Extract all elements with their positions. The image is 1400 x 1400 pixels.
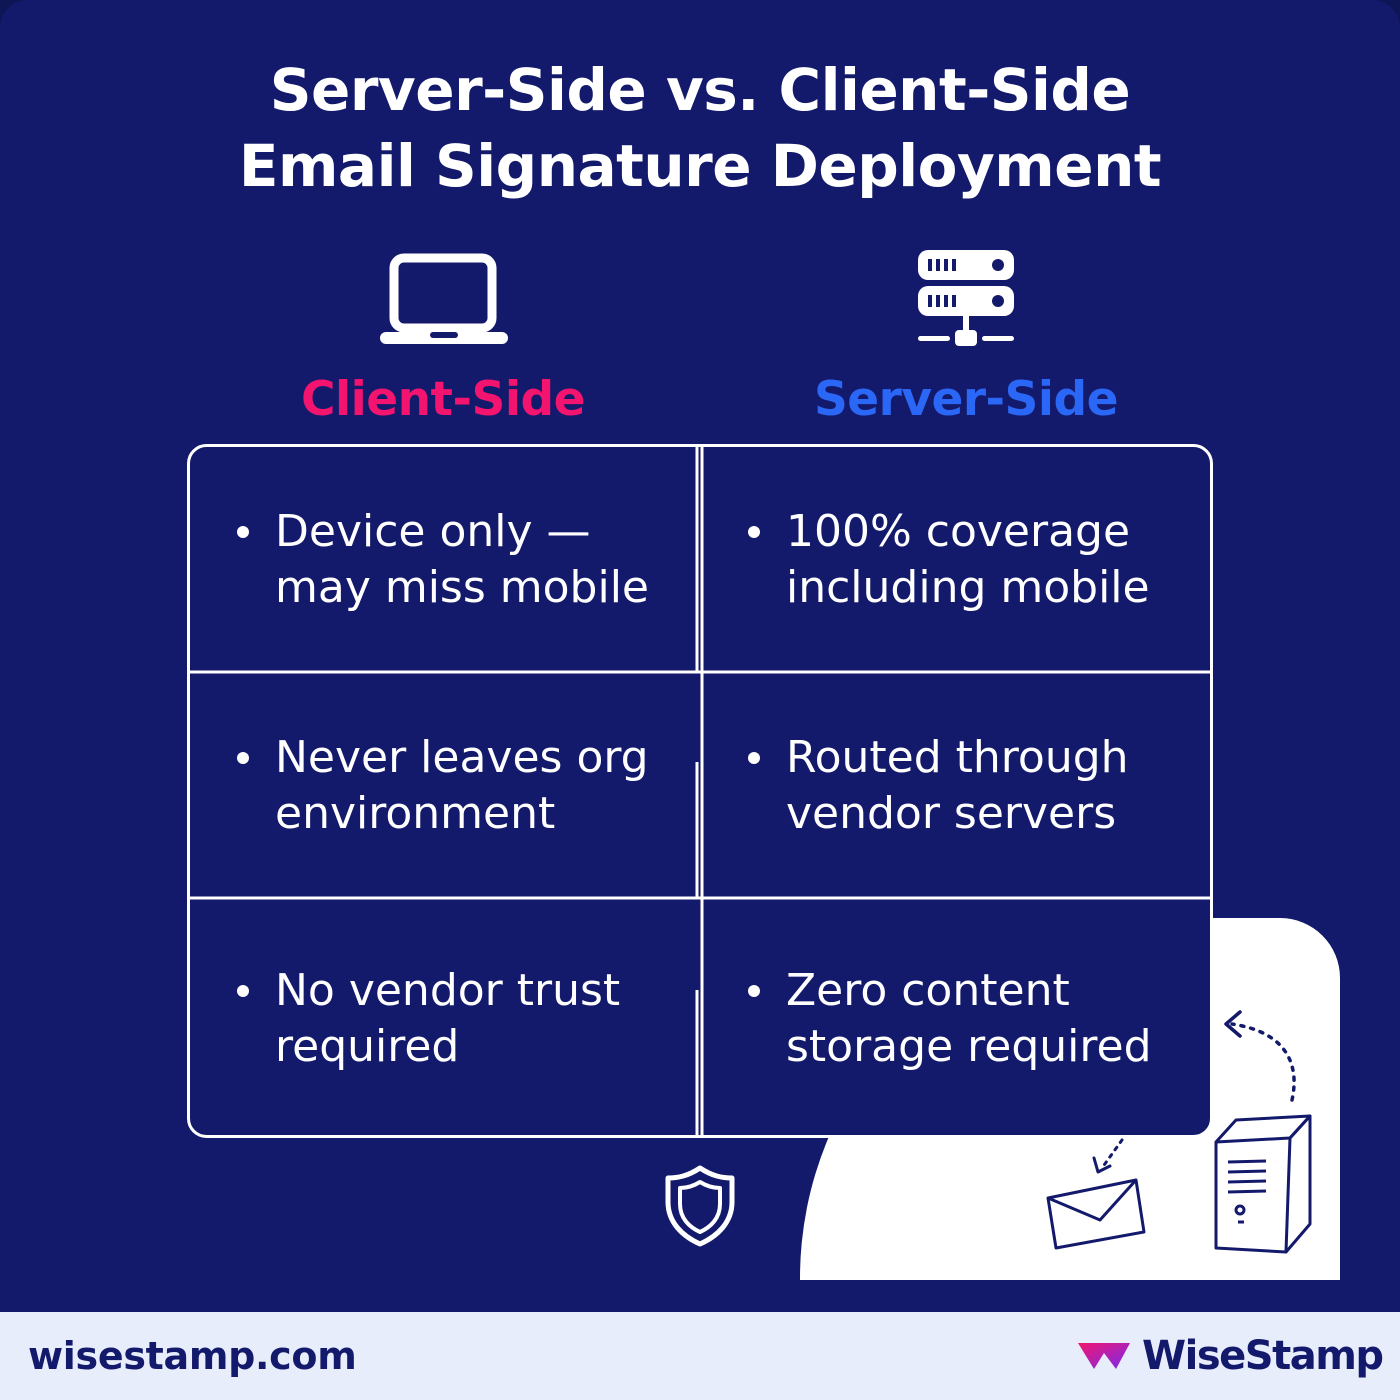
shield-icon	[665, 1165, 735, 1247]
bullet-dot	[748, 752, 760, 764]
footer-url[interactable]: wisestamp.com	[28, 1334, 357, 1378]
server-icon	[918, 250, 1014, 346]
server-side-heading: Server-Side	[813, 372, 1119, 427]
cell-text-line: environment	[275, 788, 556, 839]
table-cell-client-1: Device only —may miss mobile	[237, 444, 687, 676]
dotted-arrow-icon	[1224, 1010, 1296, 1102]
list-item: Device only —may miss mobile	[237, 504, 649, 616]
footer-bar: wisestamp.com WiseStamp	[0, 1312, 1400, 1400]
client-side-heading: Client-Side	[300, 372, 586, 427]
bullet-dot	[748, 526, 760, 538]
cell-text-line: required	[275, 1021, 460, 1072]
computer-tower-icon	[1214, 1114, 1312, 1254]
cell-text-line: storage required	[786, 1021, 1152, 1072]
cell-text-line: No vendor trust	[275, 965, 621, 1016]
cell-text-line: Routed through	[786, 732, 1129, 783]
cell-text-line: vendor servers	[786, 788, 1117, 839]
bullet-dot	[237, 985, 249, 997]
cell-text-line: may miss mobile	[275, 562, 649, 613]
cell-text-line: including mobile	[786, 562, 1150, 613]
laptop-icon	[380, 253, 508, 344]
title-line-1: Server-Side vs. Client-Side	[269, 56, 1131, 124]
bullet-dot	[237, 752, 249, 764]
brand-name: WiseStamp	[1142, 1333, 1384, 1379]
envelope-icon	[1046, 1138, 1146, 1250]
cell-text-line: Device only —	[275, 506, 591, 557]
title-line-2: Email Signature Deployment	[238, 132, 1162, 200]
bullet-dot	[237, 526, 249, 538]
comparison-table: Device only —may miss mobile 100% covera…	[187, 444, 1213, 1138]
wisestamp-logo-icon	[1078, 1343, 1130, 1369]
table-grid-lines	[187, 444, 1213, 1138]
bullet-dot	[748, 985, 760, 997]
page-title: Server-Side vs. Client-Side Email Signat…	[0, 52, 1400, 204]
infographic-card: Server-Side vs. Client-Side Email Signat…	[0, 0, 1400, 1312]
brand-logo: WiseStamp	[1076, 1332, 1384, 1380]
cell-text-line: Never leaves org	[275, 732, 649, 783]
cell-text-line: Zero content	[786, 965, 1070, 1016]
cell-text-line: 100% coverage	[786, 506, 1131, 557]
